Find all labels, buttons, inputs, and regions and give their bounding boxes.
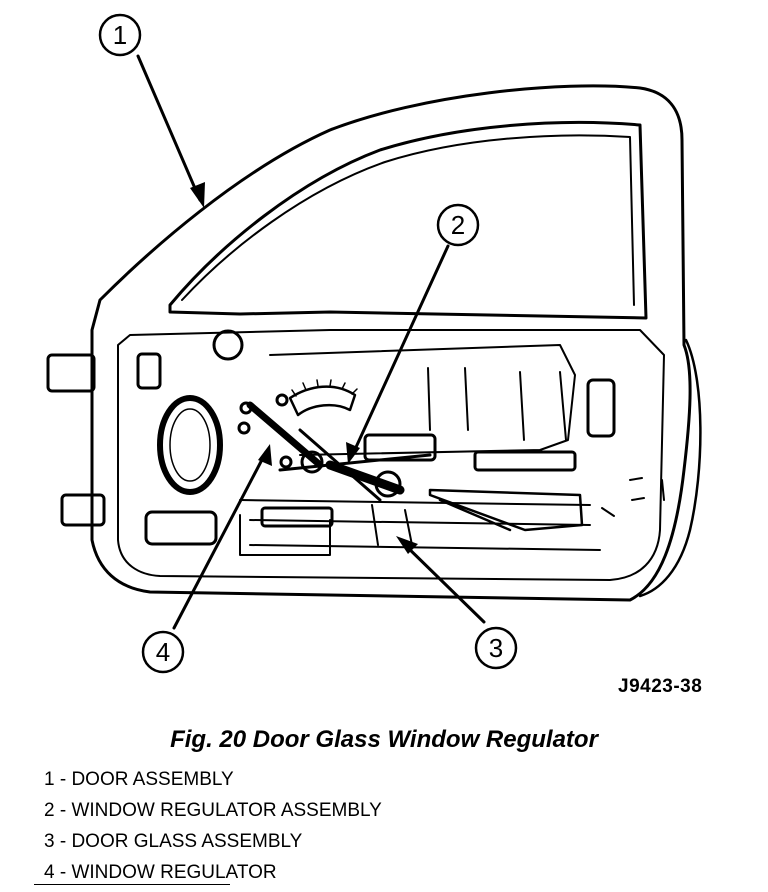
- lower-hinge: [60, 493, 106, 527]
- glass-lift-bracket: [363, 433, 437, 462]
- interior-ribs: [427, 367, 567, 441]
- callout-number-4: 4: [156, 637, 170, 667]
- latch-area: [601, 477, 665, 517]
- callout-number-3: 3: [489, 633, 503, 663]
- figure-caption: Fig. 20 Door Glass Window Regulator: [170, 726, 598, 753]
- regulator-sector-gear: [288, 385, 357, 417]
- speaker-opening-inner: [169, 408, 211, 482]
- door-inner-panel: [117, 329, 665, 581]
- callout-circle-2: [436, 203, 480, 247]
- glass-channel-clip-rear: [473, 450, 577, 472]
- speaker-opening: [157, 395, 223, 495]
- window-frame-inner: [168, 120, 648, 320]
- regulator-gear-teeth: [291, 379, 358, 397]
- legend-item: 4 - WINDOW REGULATOR: [44, 862, 277, 883]
- regulator-bolt-b: [275, 393, 289, 407]
- legend-item: 3 - DOOR GLASS ASSEMBLY: [44, 831, 303, 852]
- window-frame-inner-edge: [181, 134, 635, 306]
- regulator-lift-arm: [325, 460, 405, 495]
- glass-channel-bars: [371, 504, 413, 546]
- legend-item: 2 - WINDOW REGULATOR ASSEMBLY: [44, 800, 382, 821]
- leader-4: [172, 450, 268, 630]
- leader-2: [350, 244, 450, 458]
- door-rear-edge: [638, 338, 702, 598]
- leader-arrowheads: [190, 182, 418, 554]
- door-outer-shell: [90, 84, 692, 602]
- access-hole-left: [136, 352, 162, 390]
- access-hole-right: [586, 378, 616, 438]
- arrowhead-3: [396, 536, 418, 554]
- glass-lower-edge: [269, 344, 576, 456]
- access-hole-top: [212, 329, 244, 361]
- glass-channel-clip-front: [260, 506, 334, 528]
- regulator-bolt-a: [239, 401, 253, 415]
- upper-hinge: [46, 353, 96, 393]
- figure-id: J9423-38: [618, 676, 703, 697]
- arrowhead-4: [258, 444, 272, 466]
- regulator-main-arm: [246, 401, 324, 469]
- arrowhead-2: [346, 442, 360, 464]
- footer-rule: [34, 884, 230, 885]
- regulator-roller: [374, 470, 402, 498]
- glass-channel-rail: [239, 499, 601, 551]
- lower-pocket: [144, 510, 218, 546]
- leader-lines: [136, 54, 486, 630]
- callout-number-1: 1: [113, 20, 127, 50]
- callout-circle-1: [98, 13, 142, 57]
- leader-1: [136, 54, 202, 202]
- glass-channel-handle: [428, 488, 584, 532]
- arrowhead-1: [190, 182, 205, 208]
- regulator-pivot: [300, 450, 324, 474]
- callout-number-2: 2: [451, 210, 465, 240]
- lower-stiffener: [239, 514, 331, 556]
- regulator-bolt-d: [279, 455, 293, 469]
- leader-3: [400, 540, 486, 624]
- callout-circle-3: [474, 626, 518, 670]
- door-regulator-illustration: 1 2 3 4: [46, 13, 702, 674]
- legend-list: 1 - DOOR ASSEMBLY 2 - WINDOW REGULATOR A…: [44, 764, 382, 888]
- callout-circle-4: [141, 630, 185, 674]
- regulator-bolt-c: [237, 421, 251, 435]
- legend-item: 1 - DOOR ASSEMBLY: [44, 769, 234, 790]
